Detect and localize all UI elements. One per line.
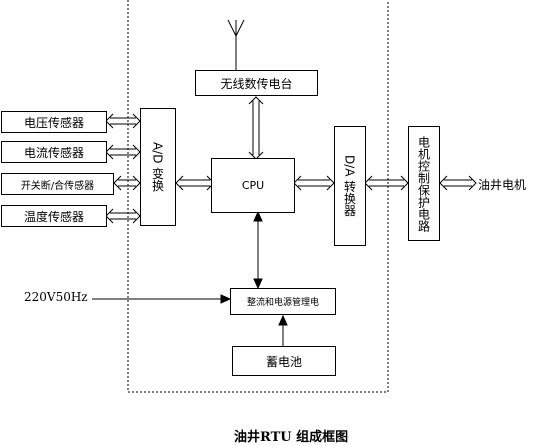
rtu-boundary [127,0,389,393]
sensor-switch: 开关断/合传感器 [1,173,114,195]
sensor-arrow-switch [113,175,141,191]
da-converter: D/A 转换器 [334,126,366,246]
wireless-radio: 无线数传电台 [195,70,318,96]
sensor-arrow-temperature [105,208,141,224]
motorctrl-motor-arrow [439,175,477,191]
motor-control-label: 电机控制保护电路 [416,135,431,232]
supply-power-arrow [92,294,232,304]
antenna-icon [227,19,245,70]
sensor-voltage: 电压传感器 [1,111,107,133]
sensor-arrow-current [105,144,141,160]
battery: 蓄电池 [232,346,336,376]
sensor-arrow-voltage [105,113,141,129]
ad-cpu-arrow [175,175,215,191]
da-motorctrl-arrow [364,175,409,191]
diagram-caption: 油井RTU 组成框图 [234,430,349,445]
da-converter-label: D/A 转换器 [342,155,357,217]
ad-converter-label: A/D 变换 [150,142,165,192]
power-management: 整流和电源管理电 [230,288,336,315]
motor-control-circuit: 电机控制保护电路 [408,126,440,241]
supply-label: 220V50Hz [24,290,88,304]
oil-well-motor-label: 油井电机 [478,178,527,192]
sensor-current: 电流传感器 [1,141,107,163]
radio-cpu-arrow [248,96,264,160]
cpu-power-arrow [253,210,263,290]
ad-converter: A/D 变换 [140,108,176,226]
sensor-temperature: 温度传感器 [1,205,107,227]
cpu-block: CPU [211,158,295,213]
cpu-da-arrow [293,175,335,191]
battery-power-arrow [278,314,288,346]
